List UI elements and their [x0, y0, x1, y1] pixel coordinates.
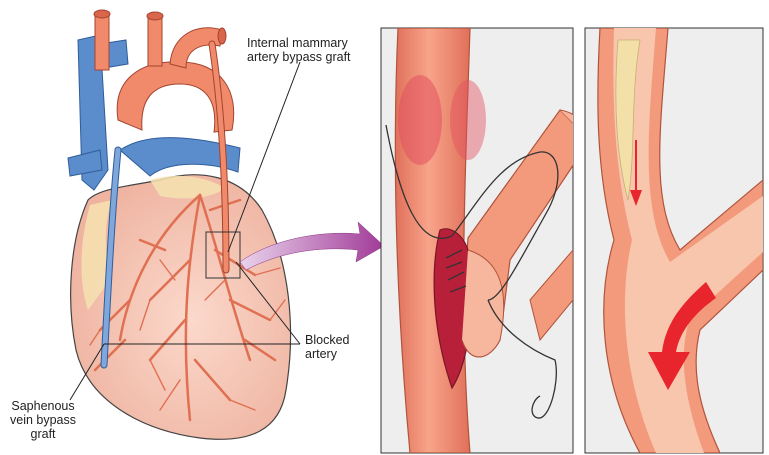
- anastomosis-panel: [381, 28, 590, 453]
- heart-illustration: [68, 10, 291, 439]
- blocked-artery-label: Blocked artery: [305, 333, 349, 361]
- internal-mammary-label: Internal mammary artery bypass graft: [247, 36, 351, 64]
- saphenous-vein-label: Saphenous vein bypass graft: [10, 399, 76, 441]
- blood-flow-panel: [585, 28, 763, 453]
